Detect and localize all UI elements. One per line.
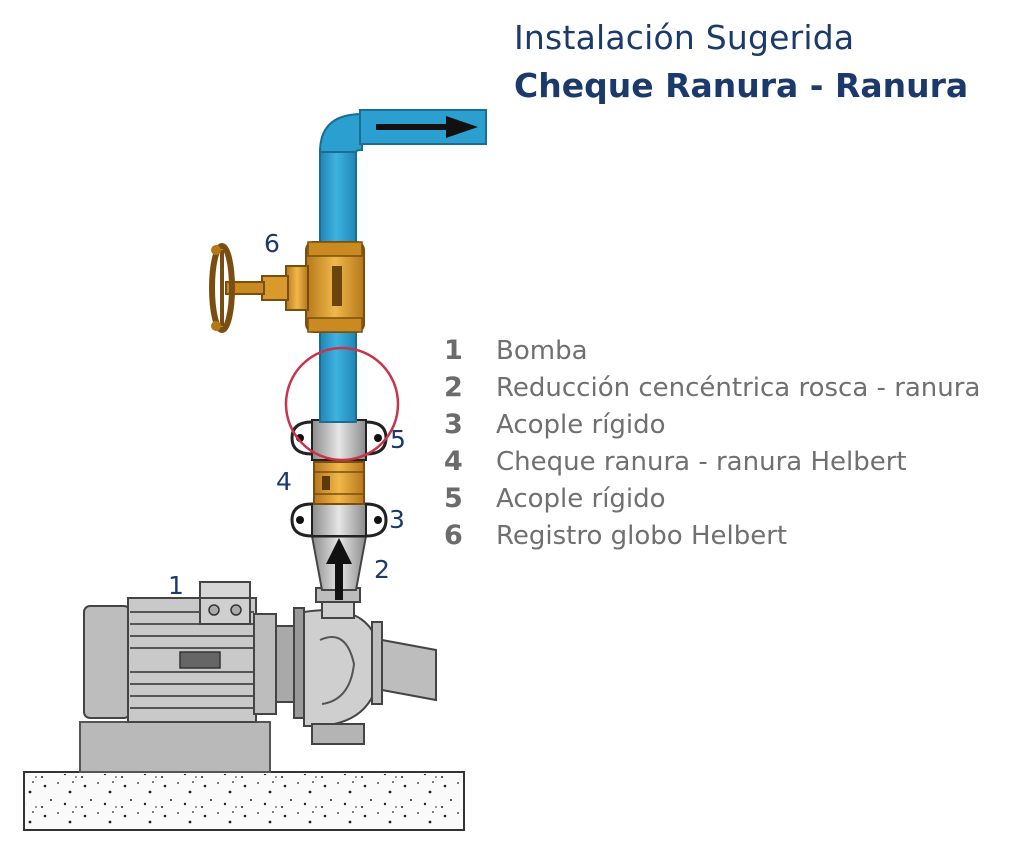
callout-4: 4: [276, 467, 292, 496]
callout-5: 5: [390, 425, 406, 454]
legend-item: 2 Reducción cencéntrica rosca - ranura: [444, 369, 980, 406]
highlight-circle: [284, 346, 400, 462]
callout-6: 6: [264, 229, 280, 258]
legend-number: 1: [444, 335, 463, 366]
legend-label: Acople rígido: [496, 483, 666, 514]
legend-item: 3 Acople rígido: [444, 406, 980, 443]
legend-number: 4: [444, 446, 463, 477]
legend: 1 Bomba 2 Reducción cencéntrica rosca - …: [444, 332, 980, 554]
legend-label: Cheque ranura - ranura Helbert: [496, 446, 907, 477]
rigid-coupling-3: [290, 502, 388, 538]
callout-2: 2: [374, 555, 390, 584]
legend-number: 5: [444, 483, 463, 514]
concrete-floor: [23, 771, 465, 831]
callout-3: 3: [389, 505, 405, 534]
legend-number: 3: [444, 409, 463, 440]
pump: [79, 581, 437, 773]
legend-item: 1 Bomba: [444, 332, 980, 369]
legend-label: Acople rígido: [496, 409, 666, 440]
check-valve: [313, 461, 365, 505]
flow-arrow-right-icon: [376, 116, 478, 138]
legend-item: 6 Registro globo Helbert: [444, 517, 980, 554]
callout-1: 1: [168, 571, 184, 600]
legend-label: Registro globo Helbert: [496, 520, 788, 551]
globe-valve: [209, 241, 365, 333]
flow-arrow-up-icon: [326, 538, 352, 600]
diagram-subtitle: Cheque Ranura - Ranura: [514, 66, 969, 105]
legend-number: 2: [444, 372, 463, 403]
legend-label: Bomba: [496, 335, 588, 366]
diagram-title: Instalación Sugerida: [514, 18, 855, 57]
legend-label: Reducción cencéntrica rosca - ranura: [496, 372, 981, 403]
legend-number: 6: [444, 520, 463, 551]
legend-item: 4 Cheque ranura - ranura Helbert: [444, 443, 980, 480]
legend-item: 5 Acople rígido: [444, 480, 980, 517]
rigid-coupling-5: [290, 419, 388, 461]
